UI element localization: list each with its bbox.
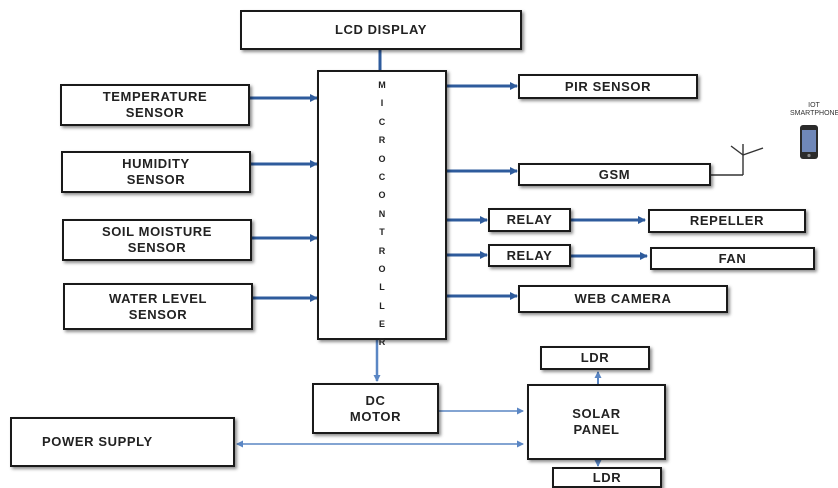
gsm-label: GSM bbox=[598, 166, 631, 182]
microcontroller-letter: C bbox=[378, 116, 386, 127]
lcd-display-label: LCD DISPLAY bbox=[334, 22, 428, 37]
microcontroller-letter: L bbox=[379, 300, 385, 311]
microcontroller-letter: O bbox=[378, 153, 386, 164]
antenna-icon bbox=[711, 144, 764, 176]
microcontroller-letter: T bbox=[379, 227, 385, 238]
relay-2-label: RELAY bbox=[506, 247, 553, 263]
fan-label: FAN bbox=[718, 250, 747, 266]
ldr-bottom-label: LDR bbox=[592, 469, 622, 485]
relay-1-block: RELAY bbox=[488, 208, 571, 232]
microcontroller-letter: C bbox=[378, 171, 386, 182]
temperature-sensor-block: TEMPERATURE SENSOR bbox=[60, 84, 250, 126]
pir-sensor-label: PIR SENSOR bbox=[564, 78, 652, 94]
microcontroller-letter: O bbox=[378, 263, 386, 274]
power-supply-block: POWER SUPPLY bbox=[10, 417, 235, 467]
pir-sensor-block: PIR SENSOR bbox=[518, 74, 698, 99]
gsm-block: GSM bbox=[518, 163, 711, 186]
ldr-bottom-block: LDR bbox=[552, 467, 662, 488]
microcontroller-letter: R bbox=[378, 135, 386, 146]
microcontroller-letter: N bbox=[378, 208, 386, 219]
microcontroller-letter: R bbox=[378, 337, 386, 348]
microcontroller-letter: R bbox=[378, 245, 386, 256]
temperature-sensor-label: TEMPERATURE SENSOR bbox=[102, 89, 208, 120]
repeller-block: REPELLER bbox=[648, 209, 806, 233]
microcontroller-letter: I bbox=[380, 98, 384, 109]
iot-smartphone-label: IOT SMARTPHONE bbox=[790, 102, 838, 117]
solar-panel-block: SOLAR PANEL bbox=[527, 384, 666, 460]
humidity-sensor-block: HUMIDITY SENSOR bbox=[61, 151, 251, 193]
microcontroller-letter: M bbox=[378, 80, 386, 90]
lcd-display-block: LCD DISPLAY bbox=[240, 10, 522, 50]
microcontroller-letter: L bbox=[379, 282, 385, 293]
soil-moisture-sensor-label: SOIL MOISTURE SENSOR bbox=[101, 224, 213, 255]
relay-2-block: RELAY bbox=[488, 244, 571, 267]
repeller-label: REPELLER bbox=[689, 213, 765, 228]
ldr-top-label: LDR bbox=[580, 350, 610, 365]
power-supply-label: POWER SUPPLY bbox=[42, 434, 153, 449]
microcontroller-letter: O bbox=[378, 190, 386, 201]
relay-1-label: RELAY bbox=[506, 212, 553, 227]
soil-moisture-sensor-block: SOIL MOISTURE SENSOR bbox=[62, 219, 252, 261]
ldr-top-block: LDR bbox=[540, 346, 650, 370]
humidity-sensor-label: HUMIDITY SENSOR bbox=[122, 156, 190, 187]
water-level-sensor-block: WATER LEVEL SENSOR bbox=[63, 283, 253, 330]
web-camera-label: WEB CAMERA bbox=[574, 291, 672, 306]
dc-motor-label: DC MOTOR bbox=[349, 392, 402, 424]
microcontroller-letter: E bbox=[378, 319, 385, 330]
fan-block: FAN bbox=[650, 247, 815, 270]
smartphone-icon bbox=[800, 125, 818, 159]
web-camera-block: WEB CAMERA bbox=[518, 285, 728, 313]
water-level-sensor-label: WATER LEVEL SENSOR bbox=[108, 290, 208, 322]
solar-panel-label: SOLAR PANEL bbox=[572, 406, 621, 437]
dc-motor-block: DC MOTOR bbox=[312, 383, 439, 434]
